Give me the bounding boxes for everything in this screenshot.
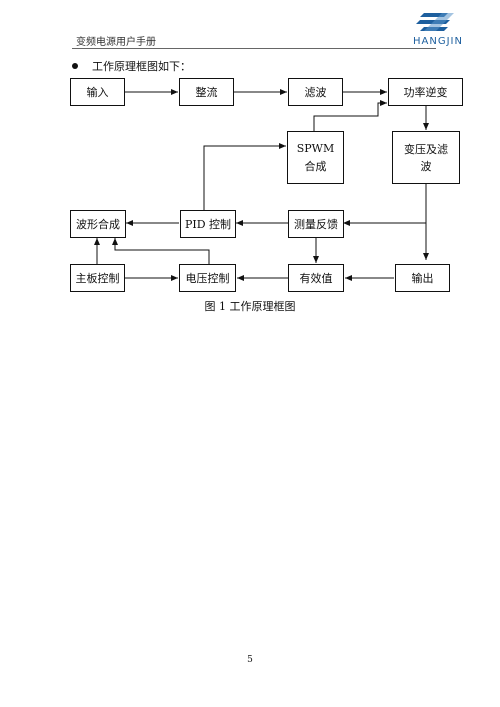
- block-measurement-feedback: 测量反馈: [288, 210, 344, 238]
- header-rule: [72, 48, 436, 49]
- logo-text: HANGJIN: [413, 36, 463, 47]
- block-pid-control: PID 控制: [180, 210, 236, 238]
- logo-mark-icon: [416, 13, 454, 31]
- block-output: 输出: [395, 264, 450, 292]
- transform-label-1: 变压及滤: [404, 142, 448, 156]
- page-number: 5: [247, 655, 253, 665]
- intro-line: 工作原理框图如下：: [72, 58, 191, 74]
- figure-caption: 图 1 工作原理框图: [204, 300, 296, 313]
- arrow-pid-to-spwm: [203, 143, 286, 210]
- spwm-label-1: SPWM: [296, 141, 335, 155]
- block-voltage-control: 电压控制: [179, 264, 236, 292]
- block-rectify: 整流: [179, 78, 234, 106]
- arrow-spwm-to-inverter: [313, 100, 387, 131]
- company-logo: HANGJIN: [406, 11, 470, 49]
- block-power-inverter: 功率逆变: [388, 78, 463, 106]
- intro-text: 工作原理框图如下：: [92, 60, 191, 73]
- block-spwm: SPWM 合成: [287, 131, 344, 184]
- spwm-label-2: 合成: [304, 159, 327, 173]
- bullet-icon: [72, 63, 78, 69]
- block-rms-value: 有效值: [288, 264, 344, 292]
- block-transform-filter: 变压及滤 波: [392, 131, 460, 184]
- block-mainboard-control: 主板控制: [70, 264, 125, 292]
- arrow-voltage-to-waveform: [112, 238, 210, 264]
- block-waveform-synthesis: 波形合成: [70, 210, 126, 238]
- transform-label-2: 波: [420, 160, 432, 174]
- block-input: 输入: [70, 78, 125, 106]
- header-title: 变频电源用户手册: [76, 37, 156, 48]
- block-filter: 滤波: [288, 78, 343, 106]
